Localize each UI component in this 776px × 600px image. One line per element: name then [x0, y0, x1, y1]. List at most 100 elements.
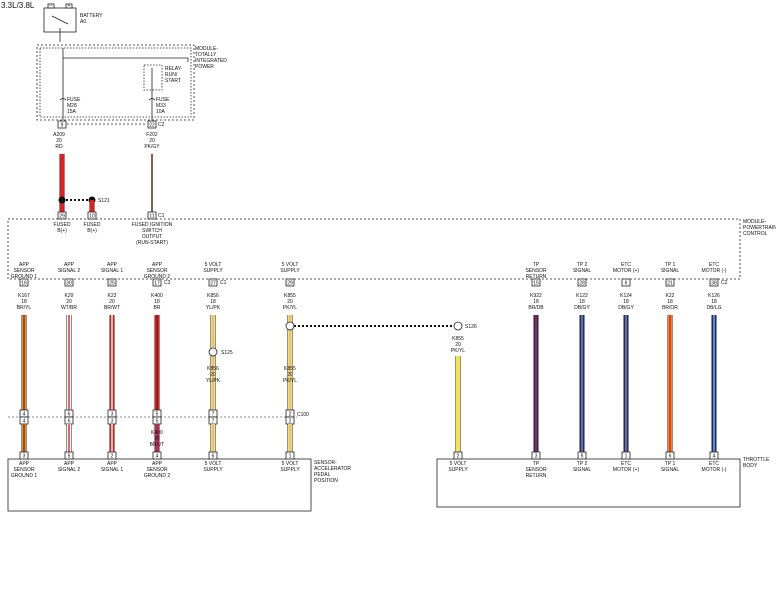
splice-s121-dot: [58, 196, 66, 204]
relay-label: RELAY-: [165, 66, 183, 72]
pcm-wire-label: 18: [667, 299, 673, 305]
app-sensor-pin-label: SENSOR: [146, 467, 168, 473]
fuse-left-label: FUSE: [67, 97, 81, 103]
pcm-pin: [19, 278, 29, 287]
throttle-body-pin-label: TP 2: [577, 461, 588, 467]
pcm-pin-label: SUPPLY: [280, 268, 300, 274]
pcm-pin-label: SIGNAL: [661, 268, 680, 274]
app-sensor-pin-label: GROUND 1: [11, 473, 38, 479]
pcm-pin-label: RETURN: [526, 274, 547, 280]
splice-s125-label: S125: [221, 350, 233, 356]
pcm-wire-label: K122: [576, 293, 588, 299]
pcm-wire-label: PK/YL: [283, 305, 297, 311]
battery-terminal-icon: [65, 3, 73, 9]
splice-s126-wire-label: K855: [452, 336, 464, 342]
c100-pin-bottom-label: 2: [289, 419, 292, 425]
pcm-wire-label: K22: [666, 293, 675, 299]
pcm-pin-label: SIGNAL 2: [58, 268, 81, 274]
wire-f202-label: F202: [146, 132, 158, 138]
app-sensor-pin-label: SUPPLY: [280, 467, 300, 473]
k855-lower-label: PK/YL: [283, 378, 297, 384]
app-sensor-pin: [152, 451, 162, 460]
splice-s125-wire-label: K856: [207, 366, 219, 372]
pcm-pin: [621, 278, 631, 287]
throttle-body-label: BODY: [743, 463, 758, 469]
app-sensor-label: PEDAL: [314, 472, 331, 478]
pcm-pin-label: 5 VOLT: [205, 262, 222, 268]
throttle-body-pin-label: 6: [669, 454, 672, 460]
splice-s125-wire-label: YL/PK: [206, 378, 221, 384]
splice-s126-left-icon: [285, 321, 295, 331]
app-sensor-label: POSITION: [314, 478, 338, 484]
wire-f202-label: PK/GY: [144, 144, 160, 150]
pcm-pin-label: APP: [152, 262, 163, 268]
pcm-pin-label: MOTOR (-): [702, 268, 727, 274]
pcm-wire-label: YL/PK: [206, 305, 221, 311]
pcm-pin-label: MOTOR (+): [613, 268, 639, 274]
tipm-pin-right-label: 22: [149, 123, 155, 129]
app-sensor-pin-label: 3: [23, 454, 26, 460]
throttle-body-pin: [531, 451, 541, 460]
pcm-wire-label: DB/LG: [706, 305, 721, 311]
app-sensor-pin-label: SIGNAL 1: [101, 467, 124, 473]
app-sensor-pin-label: 4: [156, 454, 159, 460]
pcm-label-fused-ign: (RUN-START): [136, 240, 168, 246]
pcm-pin-label: 5 VOLT: [282, 262, 299, 268]
pcm-pin-label: 16: [21, 281, 27, 287]
throttle-body-pin-label: 1: [625, 454, 628, 460]
pcm-wire-label: K855: [284, 293, 296, 299]
app-sensor-pin: [64, 451, 74, 460]
pcm-pin-29-label: 29: [59, 214, 65, 220]
relay-label: RUN/: [165, 72, 178, 78]
app-sensor-pin-label: 6: [212, 454, 215, 460]
tipm-label: INTEGRATED: [195, 58, 227, 64]
pcm-pin: [531, 278, 541, 287]
app-sensor-pin: [285, 451, 295, 460]
pcm-wire-label: BR/YL: [17, 305, 32, 311]
throttle-body-pin-label: SENSOR: [525, 467, 547, 473]
c100-label: C100: [297, 412, 309, 418]
app-sensor-pin-label: SENSOR: [13, 467, 35, 473]
app-sensor-pin-label: 5: [68, 454, 71, 460]
wire-a209-label: RD: [55, 144, 63, 150]
app-sensor-pin-label: APP: [107, 461, 118, 467]
throttle-body-pin-label: 4: [713, 454, 716, 460]
pcm-wire-label: 20: [109, 299, 115, 305]
throttle-body-pin: [621, 451, 631, 460]
pcm-wire-label: K922: [530, 293, 542, 299]
k400-lower-label: BR/VT: [150, 442, 165, 448]
pcm-pin-conn: C2: [721, 280, 728, 286]
pcm-wire-label: BR: [154, 305, 161, 311]
pcm-wire-label: DB/GY: [574, 305, 590, 311]
tipm-conn-label: C2: [158, 122, 165, 128]
pcm-pin-label: 30: [66, 281, 72, 287]
pcm-pin-label: 38: [711, 281, 717, 287]
pcm-module: [7, 218, 741, 280]
pcm-wire-label: BR/DB: [528, 305, 544, 311]
c100-pin-top-label: 7: [212, 412, 215, 418]
battery-id: A0: [80, 19, 86, 25]
pcm-wire-label: K856: [207, 293, 219, 299]
pcm-pin-label: ETC: [621, 262, 631, 268]
tipm-pin-left: [57, 120, 67, 129]
pcm-pin-11-label: 11: [149, 214, 154, 220]
pcm-pin-label: APP: [19, 262, 30, 268]
pcm-wire-label: 18: [21, 299, 27, 305]
tipm-module-inner: [39, 47, 192, 118]
fuse-icon: [148, 98, 156, 101]
pcm-pin-conn: C3: [164, 280, 171, 286]
pcm-label-fused-b2: FUSED: [84, 222, 101, 228]
fuse-left-label: 15A: [67, 109, 77, 115]
pcm-wire-label: 20: [66, 299, 72, 305]
battery-minus-icon: −: [50, 3, 53, 9]
fuse-right-label: M33: [156, 103, 166, 109]
c100-pin-top-label: 6: [68, 412, 71, 418]
c100-pin-bottom-label: 7: [212, 419, 215, 425]
tipm-label: POWER: [195, 64, 214, 70]
fuse-left-label: M28: [67, 103, 77, 109]
throttle-body-pin-label: 5: [581, 454, 584, 460]
splice-s126-right-icon: [453, 321, 463, 331]
pcm-pin-label: SUPPLY: [203, 268, 223, 274]
c100-pin-bottom-label: 5: [156, 419, 159, 425]
